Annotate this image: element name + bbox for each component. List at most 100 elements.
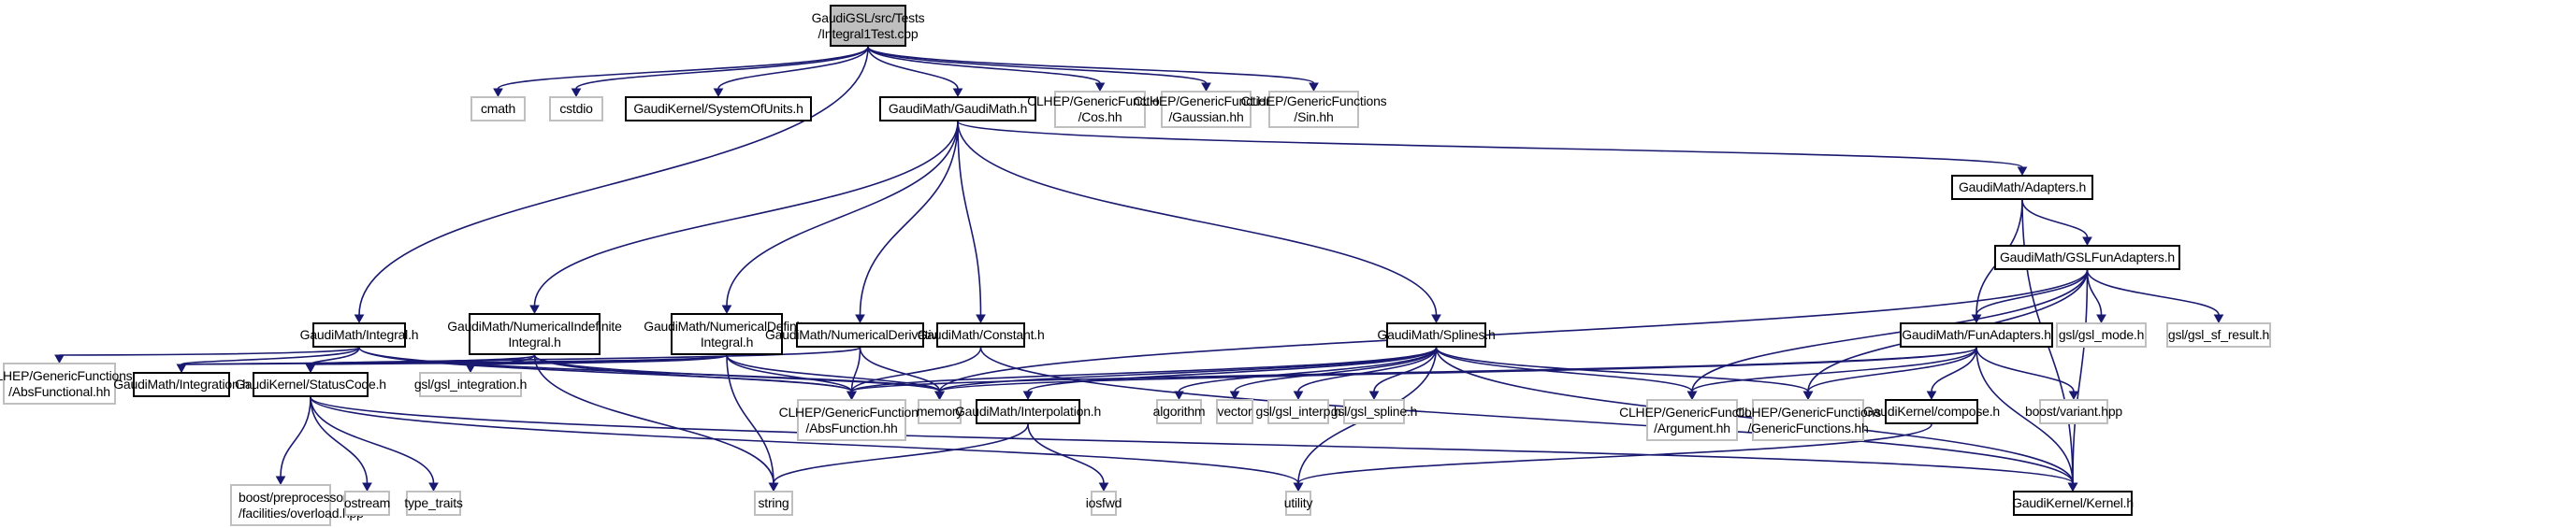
arrowhead-icon [1293,391,1304,401]
node-gslspline: gsl/gsl_spline.h [1331,399,1417,424]
edge-splines-to-gslinterp [1297,347,1438,392]
node-numderiv[interactable]: GaudiMath/NumericalDerivative.h [765,322,955,348]
edge-numdef-to-string [726,354,774,484]
node-cmath: cmath [470,96,526,121]
edge-integral-to-absfunctional [59,347,360,356]
node-interpolation[interactable]: GaudiMath/Interpolation.h [955,399,1101,424]
edge-statuscode-to-utility [310,396,1299,484]
node-compose[interactable]: GaudiKernel/compose.h [1863,399,2000,424]
node-constant[interactable]: GaudiMath/Constant.h [917,322,1045,348]
node-kernel[interactable]: GaudiKernel/Kernel.h [2012,491,2134,516]
edge-funadapters-to-genericfunctions [1807,347,1977,392]
edge-numdef-to-memory [726,354,941,392]
edge-root-to-gaussian [867,46,1208,84]
arrowhead-icon [176,364,187,374]
node-utility: utility [1284,491,1312,516]
arrowhead-icon [571,88,582,98]
edge-funadapters-to-boostvariant [1975,347,2075,392]
arrowhead-icon [2068,391,2079,401]
node-cos: CLHEP/GenericFunctions /Cos.hh [1027,91,1173,128]
edge-splines-to-absfunction [850,347,1438,392]
node-sin: CLHEP/GenericFunctions /Sin.hh [1241,91,1387,128]
node-absfunction: CLHEP/GenericFunctions /AbsFunction.hh [779,399,925,441]
arrowhead-icon [1229,391,1240,401]
edge-funadapters-to-kernel [1975,347,2074,484]
arrowhead-icon [1368,391,1380,401]
edge-gslfunadapters-to-memory [938,269,2089,392]
arrowhead-icon [362,482,372,492]
arrowhead-icon [1686,391,1698,401]
edge-constant-to-absfunction [850,347,982,392]
node-gslintegration: gsl/gsl_integration.h [414,372,527,397]
node-splines[interactable]: GaudiMath/Splines.h [1377,322,1496,348]
node-numindef[interactable]: GaudiMath/NumericalIndefinite Integral.h [447,313,622,355]
arrowhead-icon [1098,482,1109,492]
edge-numderiv-to-absfunction [850,347,861,392]
arrowhead-icon [1309,82,1319,93]
edge-root-to-cstdio [575,46,869,90]
arrowhead-icon [721,305,732,315]
node-iosfwd: iosfwd [1086,491,1122,516]
arrowhead-icon [1174,391,1184,401]
arrowhead-icon [493,88,503,98]
node-ostream: ostream [344,491,390,516]
edge-statuscode-to-boostoverload [280,396,311,478]
edge-gaudimath-to-constant [957,121,982,316]
edge-root-to-integral [358,46,869,316]
node-boostoverload: boost/preprocessor /facilities/overload.… [230,484,364,526]
edge-splines-to-argument [1435,347,1693,392]
edge-numdef-to-absfunction [726,354,853,392]
arrowhead-icon [1802,391,1814,401]
node-gaudimath[interactable]: GaudiMath/GaudiMath.h [879,96,1036,121]
arrowhead-icon [2082,236,2092,247]
edge-splines-to-algorithm [1178,347,1438,392]
node-sysunits[interactable]: GaudiKernel/SystemOfUnits.h [625,96,812,121]
node-boostvariant: boost/variant.hpp [2025,399,2122,424]
arrowhead-icon [847,391,857,401]
edge-numderiv-to-memory [859,347,941,392]
node-adapters[interactable]: GaudiMath/Adapters.h [1951,175,2093,200]
edge-funadapters-to-compose [1931,347,1977,392]
node-gslinterp: gsl/gsl_interp.h [1256,399,1341,424]
arrowhead-icon [305,364,316,374]
edge-gslfunadapters-to-kernel [2072,269,2089,484]
edge-statuscode-to-typetraits [310,396,435,484]
arrowhead-icon [2213,314,2224,324]
edge-gaudimath-to-splines [957,121,1438,316]
arrowhead-icon [934,391,945,401]
node-statuscode[interactable]: GaudiKernel/StatusCode.h [235,372,386,397]
edge-adapters-to-gslfunadapters [2021,199,2089,238]
edge-integral-to-integration [181,347,360,365]
arrowhead-icon [1431,314,1441,324]
edge-splines-to-genericfunctions [1435,347,1809,392]
arrowhead-icon [713,88,724,98]
edge-root-to-sin [867,46,1315,84]
node-absfunctional: CLHEP/GenericFunctions /AbsFunctional.hh [0,363,133,405]
node-funadapters[interactable]: GaudiMath/FunAdapters.h [1900,322,2053,348]
node-integration[interactable]: GaudiMath/Integration.h [113,372,250,397]
arrowhead-icon [1201,82,1211,93]
edge-constant-to-kernel [979,347,2074,484]
edge-gaudimath-to-numindef [533,121,959,307]
node-integral[interactable]: GaudiMath/Integral.h [300,322,419,348]
edge-root-to-cos [867,46,1101,84]
node-string: string [754,491,793,516]
node-genericfunctions: CLHEP/GenericFunctions /GenericFunctions… [1735,399,1881,441]
node-typetraits: type_traits [404,491,463,516]
node-gslfunadapters[interactable]: GaudiMath/GSLFunAdapters.h [1994,245,2180,270]
arrowhead-icon [2067,482,2078,492]
node-memory: memory [917,399,962,424]
node-argument: CLHEP/GenericFunctions /Argument.hh [1619,399,1765,441]
arrowhead-icon [768,482,779,492]
edge-numderiv-to-statuscode [310,347,861,365]
edge-root-to-gaudimath [867,46,959,90]
edge-compose-to-utility [1297,423,1932,484]
edge-gaudimath-to-adapters [957,121,2023,168]
edge-statuscode-to-ostream [310,396,369,484]
node-numdef[interactable]: GaudiMath/NumericalDefinite Integral.h [644,313,810,355]
node-root: GaudiGSL/src/Tests /Integral1Test.cpp [812,5,925,47]
arrowhead-icon [2096,314,2106,324]
arrowhead-icon [1293,482,1304,492]
